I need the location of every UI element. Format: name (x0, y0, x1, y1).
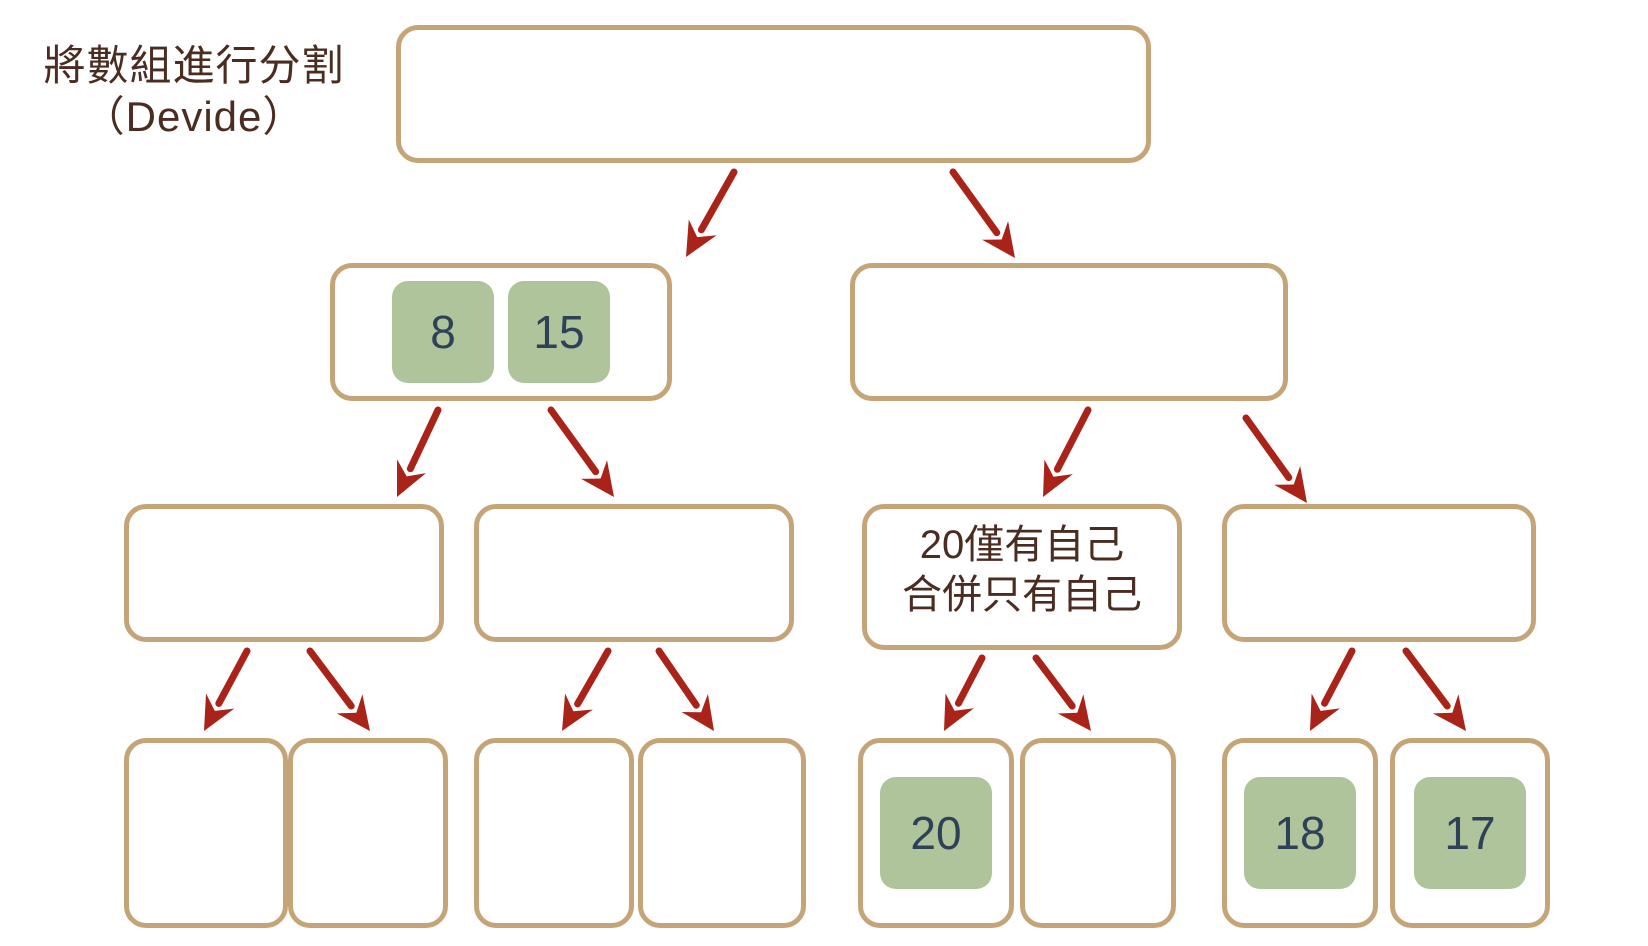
arrow-l3-b-to-l4-c (562, 647, 612, 731)
array-node-l2-right[interactable] (850, 263, 1288, 401)
array-node-l4-b[interactable] (288, 738, 448, 928)
array-cell: 17 (1414, 777, 1526, 889)
arrow-l3-d-to-l4-g (1310, 647, 1356, 731)
array-node-l4-g[interactable]: 18 (1222, 738, 1378, 928)
array-node-l4-e[interactable]: 20 (858, 738, 1014, 928)
arrow-l2-left-to-l3-b (547, 406, 614, 497)
array-node-l4-d[interactable] (638, 738, 806, 928)
arrow-l3-a-to-l4-b (306, 647, 370, 731)
array-node-l3-b[interactable] (474, 504, 794, 642)
array-node-l4-a[interactable] (124, 738, 288, 928)
array-node-l3-d[interactable] (1222, 504, 1536, 642)
array-node-l4-h[interactable]: 17 (1390, 738, 1550, 928)
arrow-l3-c-to-l4-e (944, 654, 986, 731)
arrow-l3-b-to-l4-d (655, 647, 714, 731)
arrow-l2-left-to-l3-a (397, 406, 442, 497)
arrow-root-to-l2-right (949, 168, 1015, 258)
arrow-l2-right-to-l3-d (1242, 414, 1307, 503)
array-node-l4-c[interactable] (474, 738, 634, 928)
array-node-l3-c[interactable]: 20僅有自己 合併只有自己 (862, 504, 1182, 650)
array-cell: 18 (1244, 777, 1356, 889)
array-node-root[interactable] (396, 25, 1151, 163)
arrow-root-to-l2-left (686, 168, 738, 257)
array-node-l3-a[interactable] (124, 504, 444, 642)
array-cell: 20 (880, 777, 992, 889)
page-title: 將數組進行分割 （Devide） (43, 42, 345, 141)
arrow-l3-a-to-l4-a (204, 647, 251, 731)
array-cell: 8 (392, 281, 494, 383)
arrow-l3-d-to-l4-h (1402, 647, 1466, 731)
arrow-l2-right-to-l3-c (1043, 406, 1092, 497)
array-cell: 15 (508, 281, 610, 383)
arrow-l3-c-to-l4-f (1032, 654, 1091, 731)
array-node-l4-f[interactable] (1020, 738, 1176, 928)
